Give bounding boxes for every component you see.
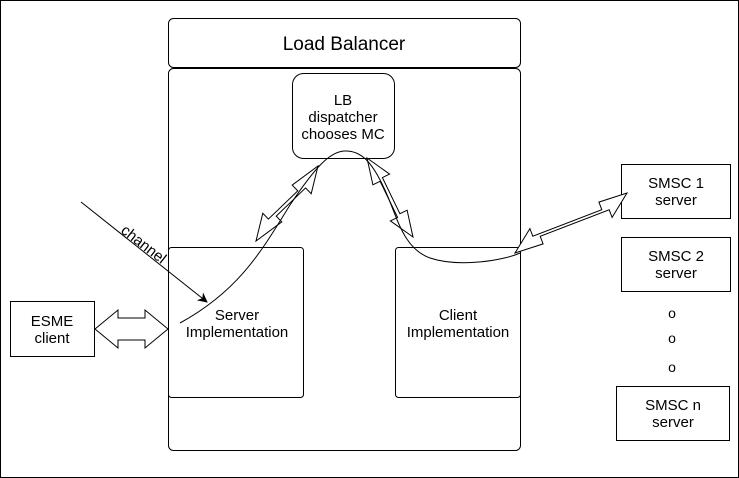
esme-client-box: ESME client — [10, 301, 95, 357]
arrow-client-smsc1 — [513, 192, 629, 254]
client-impl-line1: Client — [439, 307, 478, 324]
smsc1-line2: server — [655, 192, 697, 209]
smscn-line1: SMSC n — [645, 397, 701, 414]
load-balancer-title: Load Balancer — [283, 34, 406, 55]
client-impl-line2: Implementation — [407, 324, 510, 341]
esme-line1: ESME — [31, 313, 74, 330]
message-flow-curve — [179, 150, 521, 324]
arrow-server-dispatcher — [255, 164, 319, 243]
channel-line — [80, 201, 208, 303]
smsc-1-server-box: SMSC 1 server — [621, 164, 731, 219]
server-impl-line2: Implementation — [186, 324, 289, 341]
ellipsis-dot-3: o — [668, 359, 676, 375]
server-impl-line1: Server — [215, 307, 259, 324]
dispatcher-line1: LB — [334, 92, 352, 109]
ellipsis-dot-2: o — [668, 330, 676, 346]
smsc-n-server-box: SMSC n server — [616, 386, 730, 441]
smsc-2-server-box: SMSC 2 server — [621, 237, 731, 292]
smscn-line2: server — [652, 414, 694, 431]
smsc1-line1: SMSC 1 — [648, 175, 704, 192]
smsc2-line2: server — [655, 265, 697, 282]
load-balancer-header: Load Balancer — [168, 18, 521, 68]
dispatcher-line3: chooses MC — [301, 126, 385, 143]
dispatcher-line2: dispatcher — [308, 109, 377, 126]
esme-line2: client — [34, 330, 70, 347]
ellipsis-dot-1: o — [668, 305, 676, 321]
arrow-esme-server — [94, 308, 169, 350]
lb-dispatcher-box: LB dispatcher chooses MC — [292, 73, 395, 159]
smsc2-line1: SMSC 2 — [648, 248, 704, 265]
client-implementation-box: Client Implementation — [395, 247, 521, 398]
server-implementation-box: Server Implementation — [168, 247, 304, 398]
